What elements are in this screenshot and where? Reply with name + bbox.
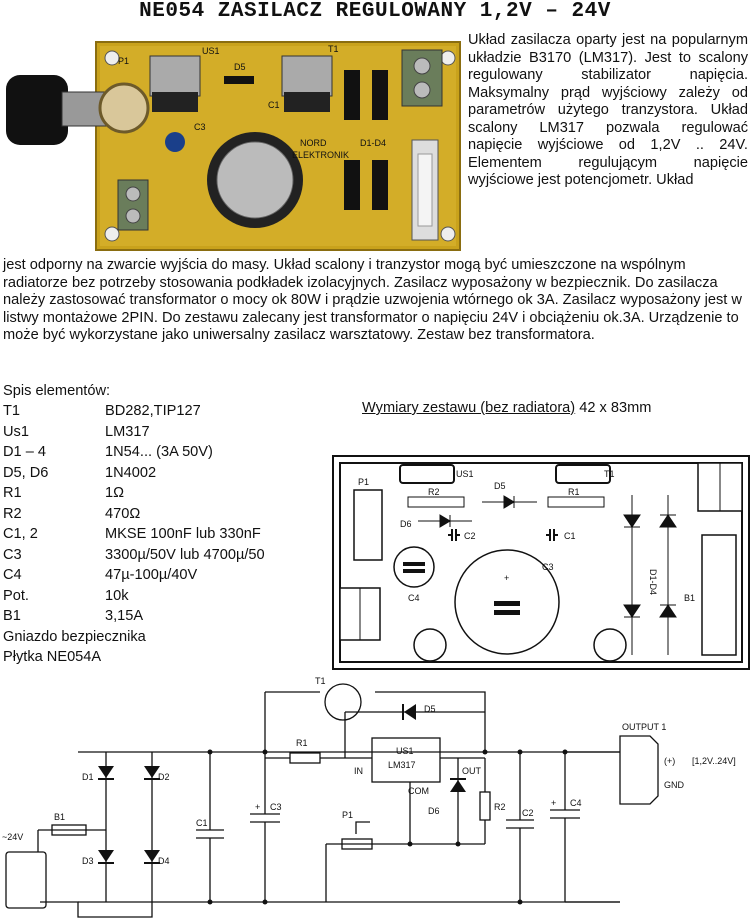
photo-label-us1: US1 [202, 46, 220, 56]
parts-row: B1 3,15A [3, 606, 333, 627]
pcb-label-c4: C4 [408, 593, 420, 603]
schem-label-c3-plus: + [255, 802, 260, 812]
schem-label-d6: D6 [428, 806, 440, 816]
part-value: 1Ω [105, 485, 125, 501]
parts-extra: Płytka NE054A [3, 649, 102, 665]
parts-row: C3 3300µ/50V lub 4700µ/50 [3, 545, 333, 566]
pcb-label-c1: C1 [564, 531, 576, 541]
parts-extra: Gniazdo bezpiecznika [3, 628, 146, 645]
photo-label-c1: C1 [268, 100, 280, 110]
pcb-label-p1: P1 [358, 477, 369, 487]
part-ref: C4 [3, 567, 22, 583]
dimensions-value: 42 x 83mm [579, 400, 652, 416]
part-value: MKSE 100nF lub 330nF [105, 526, 261, 542]
schem-label-pos: (+) [664, 756, 675, 766]
part-ref: C1, 2 [3, 526, 38, 542]
part-ref: R1 [3, 485, 22, 501]
parts-row: C4 47µ-100µ/40V [3, 565, 333, 586]
schem-label-gnd: GND [664, 780, 685, 790]
parts-row: C1, 2 MKSE 100nF lub 330nF [3, 524, 333, 545]
schem-label-p1: P1 [342, 810, 353, 820]
part-value: 3,15A [105, 608, 144, 624]
schem-label-r1: R1 [296, 738, 308, 748]
schem-label-c1: C1 [196, 818, 208, 828]
pcb-label-r2: R2 [428, 487, 440, 497]
part-ref: B1 [3, 608, 21, 624]
schem-label-d1: D1 [82, 772, 94, 782]
pcb-label-d14: D1-D4 [648, 569, 658, 595]
schem-label-b1: B1 [54, 812, 65, 822]
part-ref: D5, D6 [3, 464, 49, 481]
schem-label-c2: C2 [522, 808, 534, 818]
photo-label-p1: P1 [118, 56, 129, 66]
dimensions-label: Wymiary zestawu (bez radiatora) [362, 400, 576, 416]
schem-label-c4: C4 [570, 798, 582, 808]
photo-label-d14: D1-D4 [360, 138, 386, 148]
parts-row: Pot. 10k [3, 586, 333, 607]
part-ref: R2 [3, 505, 22, 522]
part-value: 1N54... (3A 50V) [105, 444, 213, 460]
pcb-label-d5: D5 [494, 481, 506, 491]
body-paragraph: jest odporny na zwarcie wyjścia do masy.… [3, 257, 742, 343]
parts-row: T1 BD282,TIP127 [3, 401, 333, 422]
part-ref: C3 [3, 546, 22, 563]
product-photo: P1 US1 T1 D5 C1 C3 NORD ELEKTRONIK D1-D4 [6, 41, 461, 251]
photo-label-brand1: NORD [300, 138, 327, 148]
part-value: LM317 [105, 423, 150, 440]
schem-label-d2: D2 [158, 772, 170, 782]
parts-row: D1 – 4 1N54... (3A 50V) [3, 442, 333, 463]
pcb-label-b1: B1 [684, 593, 695, 603]
part-value: BD282,TIP127 [105, 403, 201, 419]
photo-label-d5: D5 [234, 62, 246, 72]
schem-label-com: COM [408, 786, 429, 796]
pcb-label-plus: + [504, 573, 509, 583]
photo-label-c3: C3 [194, 122, 206, 132]
parts-list: T1 BD282,TIP127 Us1 LM317 D1 – 4 1N54... (3… [3, 401, 333, 668]
dimensions: Wymiary zestawu (bez radiatora) 42 x 83m… [362, 400, 651, 416]
part-ref: D1 – 4 [3, 444, 46, 460]
pcb-label-r1: R1 [568, 487, 580, 497]
part-ref: T1 [3, 403, 21, 419]
parts-row: D5, D6 1N4002 [3, 463, 333, 484]
schem-label-us1: US1 [396, 746, 414, 756]
pcb-label-c2: C2 [464, 531, 476, 541]
schem-label-d5: D5 [424, 704, 436, 714]
intro-paragraph: Układ zasilacza oparty jest na popularny… [468, 32, 748, 188]
schem-label-d3: D3 [82, 856, 94, 866]
pcb-layout: US1 T1 P1 R2 R1 D5 D6 C2 C1 C4 + C3 D1-D… [332, 455, 750, 670]
parts-row: Us1 LM317 [3, 422, 333, 443]
schem-label-r2: R2 [494, 802, 506, 812]
circuit-schematic: T1 D5 R1 US1 LM317 IN OUT COM D6 R2 P1 C… [2, 676, 736, 918]
page-title: NE054 ZASILACZ REGULOWANY 1,2V – 24V [139, 0, 611, 23]
parts-row: R2 470Ω [3, 504, 333, 525]
pcb-label-t1: T1 [604, 469, 615, 479]
photo-label-t1: T1 [328, 44, 339, 54]
part-value: 1N4002 [105, 464, 157, 481]
schem-label-out: OUT [462, 766, 482, 776]
pcb-label-d6: D6 [400, 519, 412, 529]
part-value: 10k [105, 587, 129, 604]
schem-label-t1: T1 [315, 676, 326, 686]
schem-label-range: [1,2V..24V] [692, 756, 736, 766]
schem-label-in: IN [354, 766, 363, 776]
part-value: 47µ-100µ/40V [105, 567, 198, 583]
pcb-label-us1: US1 [456, 469, 474, 479]
schem-label-lm317: LM317 [388, 760, 416, 770]
part-ref: Pot. [3, 587, 29, 604]
parts-row: R1 1Ω [3, 483, 333, 504]
schem-label-d4: D4 [158, 856, 170, 866]
part-ref: Us1 [3, 423, 29, 440]
schem-label-c3: C3 [270, 802, 282, 812]
part-value: 3300µ/50V lub 4700µ/50 [105, 546, 265, 563]
schem-label-ac: ~24V [2, 832, 23, 842]
photo-label-brand2: ELEKTRONIK [292, 150, 349, 160]
schem-label-c4-plus: + [551, 798, 556, 808]
pcb-label-c3: C3 [542, 562, 554, 572]
parts-heading: Spis elementów: [3, 383, 111, 399]
schem-label-output: OUTPUT 1 [622, 722, 666, 732]
part-value: 470Ω [105, 505, 141, 522]
